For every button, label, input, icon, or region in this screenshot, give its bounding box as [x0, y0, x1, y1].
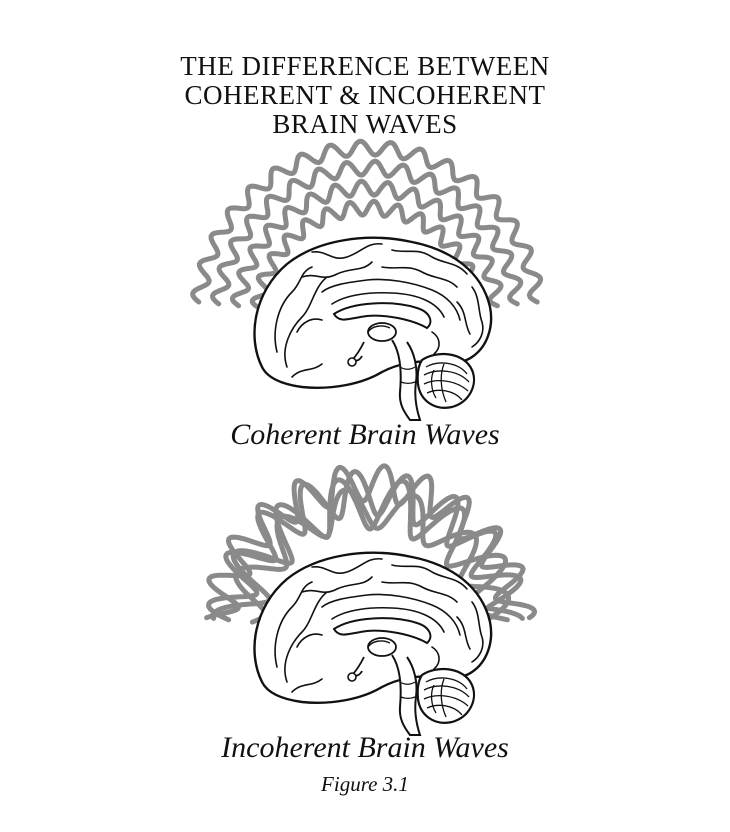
- title-line-2: COHERENT & INCOHERENT: [184, 80, 546, 110]
- brain-illustration-coherent: [253, 236, 493, 422]
- incoherent-wave-line: [210, 477, 525, 621]
- incoherent-wave-line: [233, 487, 512, 625]
- coherent-wave-line: [210, 158, 524, 307]
- incoherent-wave-line: [204, 463, 538, 621]
- figure-label: Figure 3.1: [321, 772, 409, 796]
- title-line-3: BRAIN WAVES: [272, 109, 458, 139]
- title-line-1: THE DIFFERENCE BETWEEN: [180, 51, 550, 81]
- caption-coherent: Coherent Brain Waves: [230, 418, 500, 451]
- coherent-wave-line: [229, 178, 504, 309]
- brain-illustration-incoherent: [253, 551, 493, 737]
- caption-incoherent: Incoherent Brain Waves: [221, 731, 509, 764]
- coherent-wave-line: [190, 138, 544, 305]
- incoherent-waves: [204, 463, 538, 625]
- figure-title: THE DIFFERENCE BETWEEN COHERENT & INCOHE…: [0, 52, 730, 139]
